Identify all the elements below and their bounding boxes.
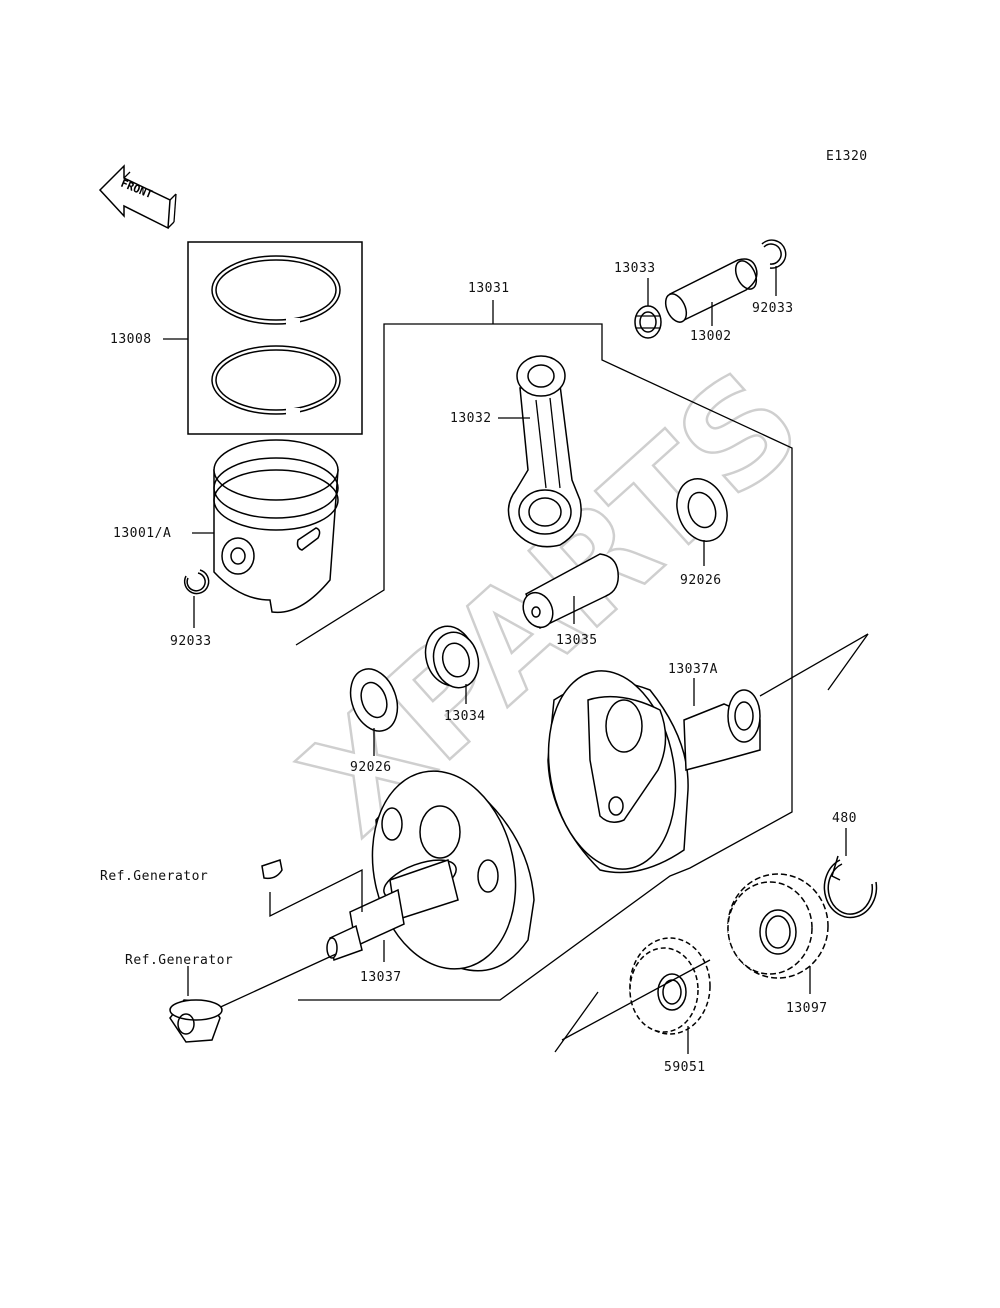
label-13097: 13097 [786,1001,828,1016]
diagram-code: E1320 [826,149,868,164]
crankshaft-right [547,670,761,874]
connecting-rod [507,355,582,548]
label-ref-generator-1: Ref.Generator [100,869,208,884]
circlip-480 [823,855,878,919]
piston-pin [664,258,758,324]
piston [213,439,339,614]
conrod-assembly-frame [295,323,793,1001]
front-arrow-icon: FRONT [98,164,177,230]
label-13001a: 13001/A [113,526,171,541]
crankshaft-left [326,770,535,972]
label-13035: 13035 [556,633,598,648]
label-13031: 13031 [468,281,510,296]
label-480: 480 [832,811,857,826]
piston-ring-set [187,241,363,435]
axis-line-right [759,633,869,697]
circlip-top [761,239,787,269]
circlip-left [183,569,210,595]
key-leader [269,868,363,918]
crank-pin [522,553,619,630]
label-13008: 13008 [110,332,152,347]
axis-line-gears [554,991,599,1053]
label-92026-right: 92026 [680,573,722,588]
label-ref-generator-2: Ref.Generator [125,953,233,968]
thrust-washer-left [349,668,399,732]
flange-nut [169,999,223,1043]
label-13032: 13032 [450,411,492,426]
gear-13097 [727,873,829,979]
woodruff-key [261,859,283,880]
label-13037a: 13037A [668,662,718,677]
gear-59051 [629,937,711,1035]
label-13037: 13037 [360,970,402,985]
axis-line-left [213,953,337,1011]
thrust-washer-right [676,478,728,542]
small-end-bearing [634,305,662,339]
label-92033-top: 92033 [752,301,794,316]
label-92026-left: 92026 [350,760,392,775]
label-13034: 13034 [444,709,486,724]
label-92033-left: 92033 [170,634,212,649]
big-end-bearing [424,625,480,689]
label-13002: 13002 [690,329,732,344]
label-13033: 13033 [614,261,656,276]
label-59051: 59051 [664,1060,706,1075]
